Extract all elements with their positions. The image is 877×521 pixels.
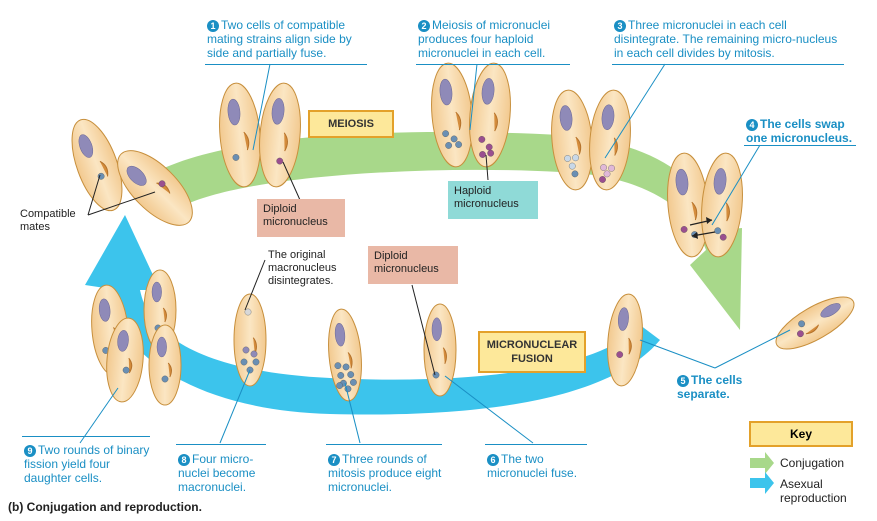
paramecium-cell bbox=[259, 82, 301, 188]
asexual-arrow bbox=[85, 215, 660, 415]
step-8-underline bbox=[176, 444, 266, 445]
step-9-number: 9 bbox=[24, 445, 36, 457]
step-4-text: The cells swap one micronucleus. bbox=[746, 117, 853, 145]
key-title: Key bbox=[749, 421, 853, 447]
paramecium-cell bbox=[469, 62, 511, 168]
step-7-underline bbox=[326, 444, 442, 445]
paramecium-cell bbox=[701, 152, 743, 258]
label-leader-lines bbox=[87, 154, 489, 376]
paramecium-cell bbox=[667, 152, 709, 258]
key-asexual-arrow bbox=[750, 472, 774, 494]
callout-leader-lines bbox=[79, 63, 791, 444]
step-1-underline bbox=[205, 64, 367, 65]
step-8-number: 8 bbox=[178, 454, 190, 466]
step-7-text: Three rounds of mitosis produce eight mi… bbox=[328, 452, 442, 494]
step-4-number: 4 bbox=[746, 119, 758, 131]
paramecium-cell bbox=[775, 296, 855, 350]
step-2-text: Meiosis of micronuclei produces four hap… bbox=[418, 18, 551, 60]
meiosis-stage-box: MEIOSIS bbox=[308, 110, 394, 138]
step-9-text: Two rounds of binary fission yield four … bbox=[24, 443, 150, 485]
step-2-number: 2 bbox=[418, 20, 430, 32]
step-5-text: The cells separate. bbox=[677, 373, 743, 401]
step-7-number: 7 bbox=[328, 454, 340, 466]
paramecium-cell bbox=[219, 82, 261, 188]
paramecium-cell bbox=[148, 324, 182, 406]
paramecium-cell bbox=[423, 303, 457, 397]
paramecium-cell bbox=[71, 118, 123, 212]
step-6-number: 6 bbox=[487, 454, 499, 466]
compatible-mates-label: Compatible mates bbox=[20, 208, 76, 233]
key-asexual-label: Asexual reproduction bbox=[780, 477, 847, 505]
original-macronucleus-label: The original macronucleus disintegrates. bbox=[268, 249, 337, 287]
paramecium-cell bbox=[607, 293, 643, 387]
paramecium-cell bbox=[233, 293, 267, 387]
figure-caption: (b) Conjugation and reproduction. bbox=[8, 500, 202, 514]
paramecium-cell bbox=[431, 62, 473, 168]
key-conjugation-arrow bbox=[750, 452, 774, 474]
cells-group bbox=[71, 62, 855, 406]
step-1-text: Two cells of compatible mating strains a… bbox=[207, 18, 352, 60]
step-3-underline bbox=[612, 64, 844, 65]
step-1-number: 1 bbox=[207, 20, 219, 32]
diploid-micronucleus-label-1: Diploid micronucleus bbox=[257, 199, 345, 237]
step-4-underline bbox=[744, 145, 856, 146]
step-3-text: Three micronuclei in each cell disintegr… bbox=[614, 18, 838, 60]
paramecium-cell bbox=[589, 89, 631, 191]
step-3-number: 3 bbox=[614, 20, 626, 32]
step-8-text: Four micro-nuclei become macronuclei. bbox=[178, 452, 256, 494]
paramecium-cell bbox=[117, 150, 193, 226]
micronuclear-fusion-stage-box: MICRONUCLEAR FUSION bbox=[478, 331, 586, 373]
haploid-micronucleus-label: Haploid micronucleus bbox=[448, 181, 538, 219]
step-5-number: 5 bbox=[677, 375, 689, 387]
step-9-underline bbox=[22, 436, 150, 437]
paramecium-cell bbox=[551, 89, 593, 191]
paramecium-cell bbox=[106, 317, 144, 403]
step-6-text: The two micronuclei fuse. bbox=[487, 452, 578, 480]
step-6-underline bbox=[485, 444, 587, 445]
key-conjugation-label: Conjugation bbox=[780, 456, 845, 470]
diploid-micronucleus-label-2: Diploid micronucleus bbox=[368, 246, 458, 284]
step-2-underline bbox=[416, 64, 570, 65]
micronucleus-swap-arrows bbox=[689, 217, 716, 239]
